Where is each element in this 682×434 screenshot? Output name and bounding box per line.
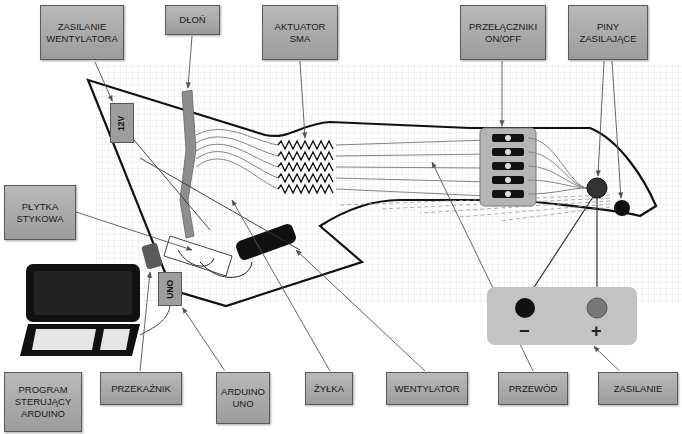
node-label: PROGRAM STERUJĄCY ARDUINO [9,384,77,420]
callout-box: PŁYTKA STYKOWA [4,185,76,240]
power-panel: −+ [487,287,637,345]
callout-box: PRZEKAŹNIK [100,372,182,405]
node-label: ŻYŁKA [314,383,344,395]
node-label: ZASILANIE WENTYLATORA [45,21,119,45]
supply-wire [596,198,597,297]
switch-block [480,128,536,206]
supply-wire [527,197,593,298]
node-label: WENTYLATOR [394,383,459,395]
guitar-outline [88,80,656,306]
polarity-sign: + [591,320,602,343]
node-label: PINY ZASILAJĄCE [573,21,643,45]
node-label: ARDUINO UNO [221,386,265,410]
dashed-guides [340,195,610,221]
hand [180,90,196,238]
fan [234,222,297,261]
power-chip: 12V [110,103,134,143]
fishing-lines [196,130,488,196]
arduino-chip: UNO [158,272,182,306]
leader-line [594,346,619,370]
node-label: DŁOŃ [179,14,205,26]
node-label: PRZEŁĄCZNIKI ON/OFF [465,21,541,45]
power-pin [587,178,607,198]
node-label: PŁYTKA STYKOWA [9,201,71,225]
leader-line [95,62,112,101]
callout-box: WENTYLATOR [386,372,468,405]
callout-box: PRZEWÓD [498,372,568,405]
leader-line [182,308,224,371]
laptop [20,264,140,356]
callout-box: AKTUATOR SMA [262,5,338,60]
node-label: PRZEWÓD [509,383,558,395]
fan-power-wire [134,140,300,250]
node-label: 12V [117,115,128,130]
node-label: ZASILANIE [614,383,663,395]
callout-box: ZASILANIE WENTYLATORA [40,5,124,60]
terminal-symbols [487,287,637,345]
callout-box: PROGRAM STERUJĄCY ARDUINO [4,372,82,432]
wires [528,138,588,194]
node-label: AKTUATOR SMA [267,21,333,45]
polarity-sign: − [519,320,530,343]
grid-paper [96,64,682,304]
callout-box: PRZEŁĄCZNIKI ON/OFF [460,5,546,60]
node-label: PRZEKAŹNIK [111,383,171,395]
relay [141,242,163,269]
sma-springs [278,141,333,193]
callout-box: PINY ZASILAJĄCE [568,5,648,60]
callout-box: ZASILANIE [598,372,678,405]
callout-box: DŁOŃ [165,5,220,35]
callout-box: ŻYŁKA [305,372,353,405]
power-pin [614,200,630,216]
callout-box: ARDUINO UNO [216,372,270,424]
breadboard [164,236,232,276]
switches [492,134,524,198]
node-label: UNO [165,280,176,299]
